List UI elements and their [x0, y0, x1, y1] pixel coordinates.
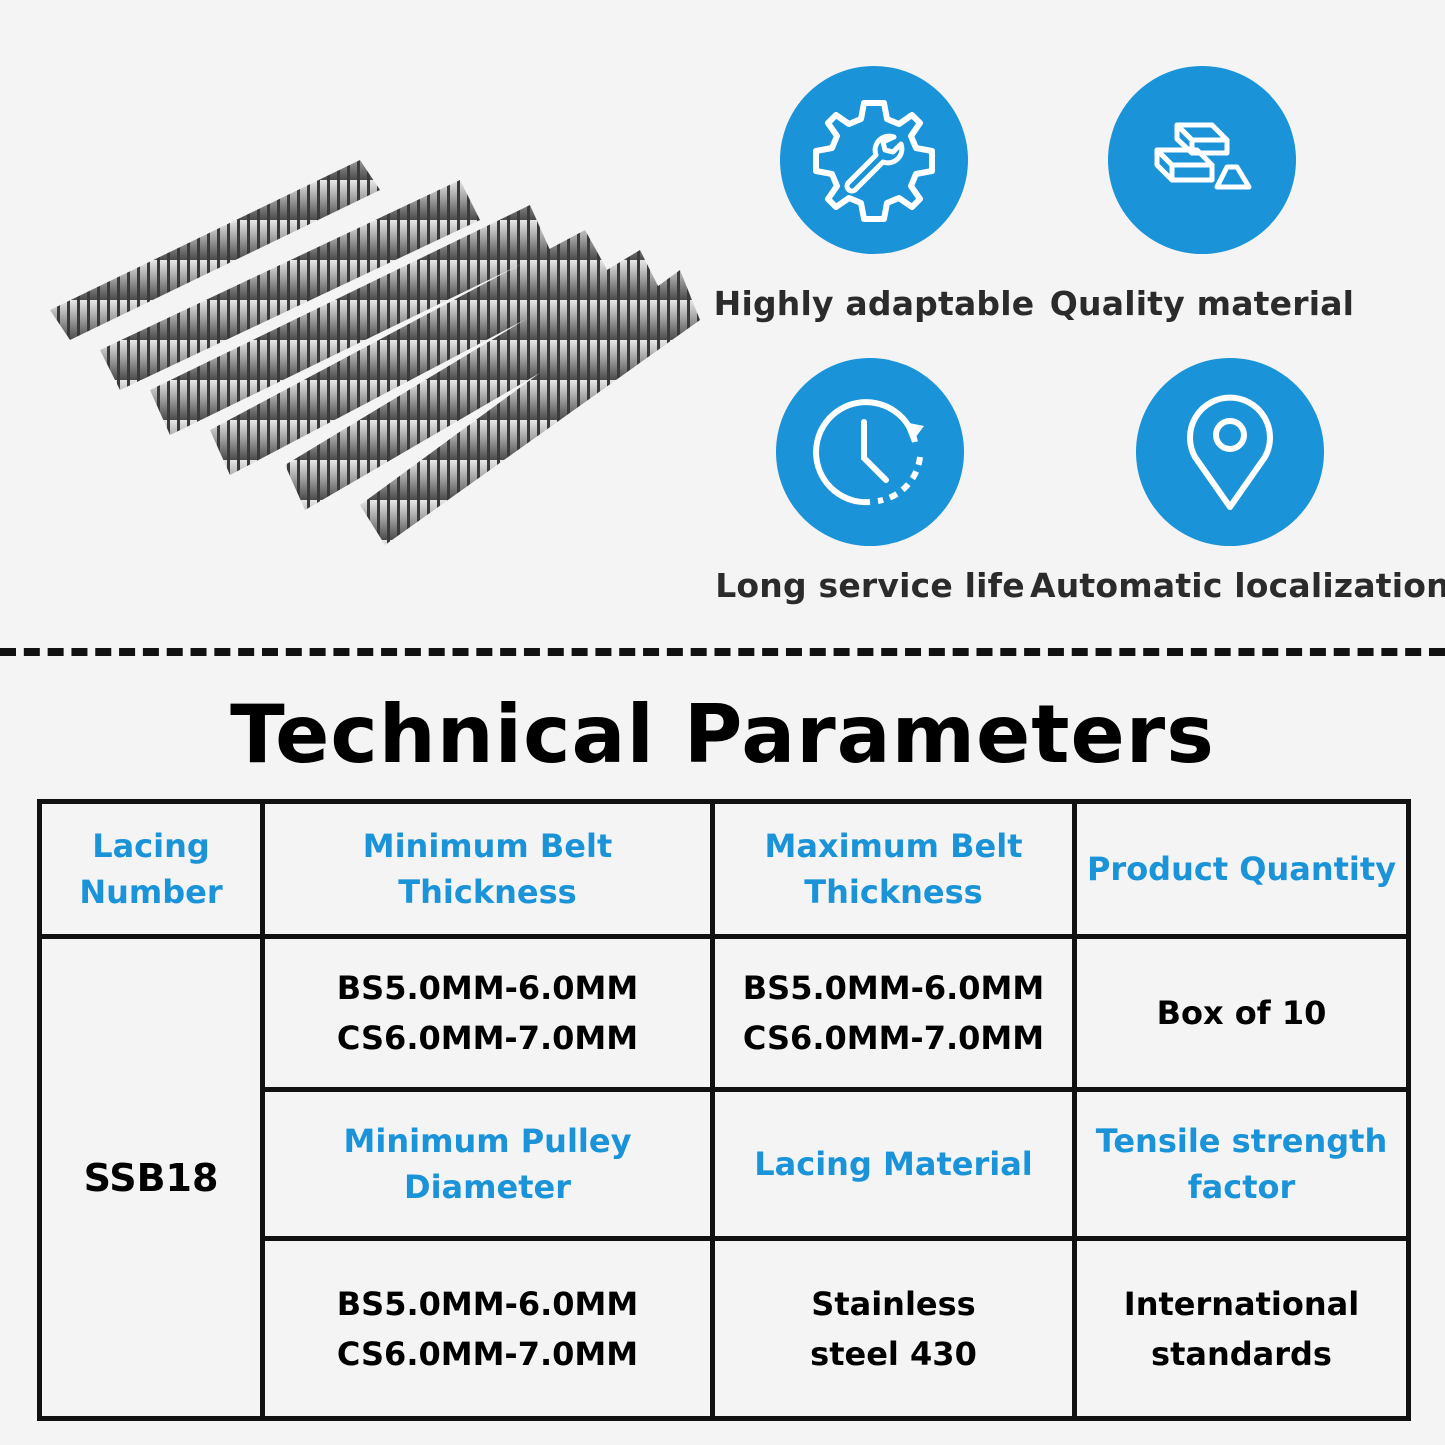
header-max-belt-thickness: Maximum Belt Thickness — [764, 827, 1023, 911]
gear-wrench-icon — [780, 66, 968, 254]
feature-label: Quality material — [1049, 284, 1355, 323]
lacing-strip-6 — [360, 270, 700, 545]
tensile-strength-value: International standards — [1123, 1284, 1360, 1373]
min-belt-thickness-value: BS5.0MM-6.0MM CS6.0MM-7.0MM — [336, 969, 639, 1057]
header-tensile-strength: Tensile strength factor — [1095, 1122, 1388, 1206]
lacing-number-value: SSB18 — [83, 1155, 219, 1200]
product-photo — [50, 160, 700, 545]
location-pin-icon — [1136, 358, 1324, 546]
feature-quality-material: Quality material — [1032, 66, 1372, 323]
table-divider — [260, 804, 265, 1416]
max-belt-thickness-value: BS5.0MM-6.0MM CS6.0MM-7.0MM — [742, 969, 1045, 1057]
table-divider — [710, 804, 715, 1416]
feature-label: Automatic localization — [1030, 566, 1445, 605]
table-divider — [1072, 804, 1077, 1416]
feature-long-service-life: Long service life — [700, 358, 1040, 605]
feature-label: Highly adaptable — [713, 284, 1035, 323]
lacing-strip-3 — [150, 205, 550, 435]
section-title: Technical Parameters — [230, 688, 1215, 781]
feature-label: Long service life — [715, 566, 1025, 605]
lacing-strip-2 — [100, 180, 480, 390]
header-product-quantity: Product Quantity — [1086, 850, 1397, 888]
lacing-strip-4 — [210, 230, 610, 475]
metal-ingots-icon — [1108, 66, 1296, 254]
table-divider — [265, 1087, 1406, 1092]
lacing-material-value: Stainless steel 430 — [810, 1284, 977, 1373]
lacing-strip-1 — [50, 160, 380, 340]
parameters-table: Lacing Number Minimum Belt Thickness Max… — [37, 799, 1411, 1421]
header-lacing-material: Lacing Material — [754, 1145, 1033, 1183]
lacing-strip-5 — [285, 250, 665, 510]
header-lacing-number: Lacing Number — [79, 827, 223, 911]
header-min-belt-thickness: Minimum Belt Thickness — [362, 827, 613, 911]
clock-icon — [776, 358, 964, 546]
min-pulley-diameter-value: BS5.0MM-6.0MM CS6.0MM-7.0MM — [336, 1284, 639, 1373]
product-quantity-value: Box of 10 — [1156, 994, 1327, 1032]
table-divider — [265, 1236, 1406, 1241]
feature-automatic-localization: Automatic localization — [1030, 358, 1445, 605]
dashed-divider — [0, 648, 1445, 656]
header-min-pulley-diameter: Minimum Pulley Diameter — [343, 1122, 632, 1206]
table-divider — [42, 934, 1406, 939]
feature-highly-adaptable: Highly adaptable — [704, 66, 1044, 323]
